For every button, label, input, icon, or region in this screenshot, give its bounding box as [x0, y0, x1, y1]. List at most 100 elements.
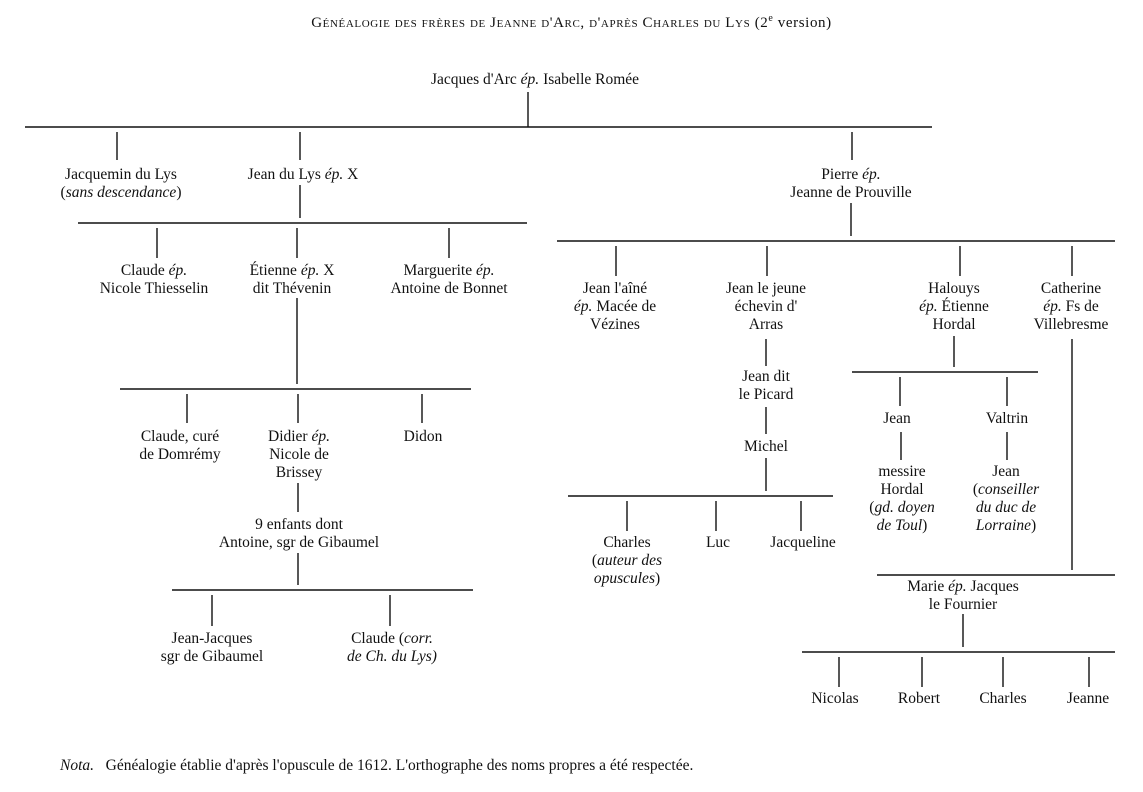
person-claude-cure: Claude, curé de Domrémy [139, 428, 220, 464]
person-valtrin: Valtrin [986, 410, 1028, 428]
person-etienne: Étienne ép. X dit Thévenin [250, 262, 335, 298]
person-label: ép. Macée de [573, 298, 657, 315]
person-label: sgr de Gibaumel [160, 648, 264, 665]
person-label: Charles [979, 690, 1027, 707]
person-jacqueline: Jacqueline [770, 534, 835, 552]
person-jean-jacques: Jean-Jacques sgr de Gibaumel [161, 630, 263, 666]
person-label: Halouys [928, 280, 980, 297]
person-jean-laine: Jean l'aîné ép. Macée de Vézines [574, 280, 656, 334]
person-label: Arras [748, 316, 784, 333]
person-label: Luc [705, 534, 731, 551]
person-marguerite: Marguerite ép. Antoine de Bonnet [390, 262, 507, 298]
person-label: Michel [744, 438, 788, 455]
person-jacques-darc: Jacques d'Arc ép. Isabelle Romée [431, 71, 639, 89]
person-claude-corr: Claude (corr. de Ch. du Lys) [347, 630, 437, 666]
person-jean-hordal: Jean [883, 410, 911, 428]
person-label: Étienne ép. X [249, 262, 335, 279]
person-jean-valtrin: Jean (conseiller du duc de Lorraine) [973, 463, 1039, 535]
person-label: Claude (corr. [351, 630, 433, 647]
person-robert: Robert [898, 690, 940, 708]
page-title: Généalogie des frères de Jeanne d'Arc, d… [0, 13, 1143, 32]
note-text: auteur des [597, 552, 663, 569]
person-charles-fournier: Charles [979, 690, 1026, 708]
person-label: Antoine, sgr de Gibaumel [218, 534, 380, 551]
footnote: Nota. Généalogie établie d'après l'opusc… [60, 757, 693, 775]
person-note: (gd. doyen [869, 499, 935, 516]
note-text: conseiller [978, 481, 1040, 498]
note-text: opuscules [593, 570, 655, 587]
person-halouys: Halouys ép. Étienne Hordal [919, 280, 989, 334]
person-jean-dit-le-picard: Jean dit le Picard [739, 368, 794, 404]
person-label: Jean-Jacques [171, 630, 253, 647]
person-note: du duc de [973, 499, 1039, 517]
person-label: ép. Étienne [919, 298, 989, 315]
title-suffix-open: (2 [754, 15, 769, 31]
person-label: Claude, curé [140, 428, 220, 445]
person-didier: Didier ép. Nicole de Brissey [268, 428, 330, 482]
person-label: dit Thévenin [252, 280, 332, 297]
person-label: Jean du Lys ép. X [247, 166, 359, 183]
person-label: messire [878, 463, 926, 480]
note-text: sans descendance [65, 184, 177, 201]
person-marie: Marie ép. Jacques le Fournier [907, 578, 1018, 614]
person-label: Claude ép. [120, 262, 188, 279]
note-text: de Toul [876, 517, 923, 534]
person-label: Charles [603, 534, 651, 551]
person-label: échevin d' [734, 298, 798, 315]
person-label: de Ch. du Lys) [347, 648, 437, 665]
person-label: le Picard [738, 386, 794, 403]
person-label: Nicole Thiesselin [99, 280, 209, 297]
person-label: Jacques d'Arc ép. Isabelle Romée [430, 71, 640, 88]
person-jean-du-lys: Jean du Lys ép. X [248, 166, 359, 184]
person-jean-le-jeune: Jean le jeune échevin d' Arras [726, 280, 806, 334]
person-jacquemin: Jacquemin du Lys (sans descendance) [61, 166, 182, 202]
person-label: Jean [883, 410, 911, 427]
person-didon: Didon [404, 428, 443, 446]
person-label: Jean le jeune [725, 280, 807, 297]
title-suffix-close: version) [773, 15, 832, 31]
person-note: Lorraine) [975, 517, 1037, 534]
person-note: (auteur des [591, 552, 663, 569]
title-main: Généalogie des frères de Jeanne d'Arc, d… [311, 15, 751, 31]
note-text: gd. doyen [874, 499, 935, 516]
person-label: ép. Fs de [1043, 298, 1099, 315]
person-nicolas: Nicolas [811, 690, 858, 708]
person-label: Jean [992, 463, 1020, 480]
person-label: Robert [897, 690, 941, 707]
footnote-label: Nota. [60, 757, 95, 774]
person-note: de Toul) [876, 517, 928, 534]
person-label: Didier ép. [268, 428, 330, 445]
person-label: Marie ép. Jacques [907, 578, 1019, 595]
person-label: Jacqueline [770, 534, 836, 551]
person-label: Antoine de Bonnet [390, 280, 508, 297]
note-text: du duc de [975, 499, 1037, 516]
person-9-enfants: 9 enfants dont Antoine, sgr de Gibaumel [219, 516, 379, 552]
person-messire-hordal: messire Hordal (gd. doyen de Toul) [869, 463, 934, 535]
person-label: le Fournier [928, 596, 998, 613]
person-claude: Claude ép. Nicole Thiesselin [100, 262, 209, 298]
person-label: Villebresme [1033, 316, 1109, 333]
person-label: Nicolas [811, 690, 859, 707]
person-label: Catherine [1040, 280, 1102, 297]
person-label: Jeanne de Prouville [790, 184, 912, 201]
person-label: Hordal [932, 316, 976, 333]
person-label: Jean l'aîné [582, 280, 648, 297]
title-suffix-sup: e [768, 13, 774, 24]
person-label: Vézines [590, 316, 640, 333]
person-label: Jean dit [742, 368, 790, 385]
person-note: (sans descendance) [60, 184, 182, 201]
note-text: Lorraine [975, 517, 1031, 534]
person-label: Valtrin [985, 410, 1029, 427]
person-note: (conseiller [972, 481, 1040, 498]
footnote-text: Généalogie établie d'après l'opuscule de… [105, 757, 694, 774]
person-label: Marguerite ép. [403, 262, 495, 279]
person-label: 9 enfants dont [255, 516, 343, 533]
person-jeanne: Jeanne [1067, 690, 1109, 708]
person-label: Jacquemin du Lys [65, 166, 177, 183]
person-note: opuscules) [593, 570, 661, 587]
person-michel: Michel [744, 438, 788, 456]
person-luc: Luc [706, 534, 730, 552]
person-pierre: Pierre ép. Jeanne de Prouville [790, 166, 911, 202]
person-label: Nicole de [269, 446, 329, 463]
